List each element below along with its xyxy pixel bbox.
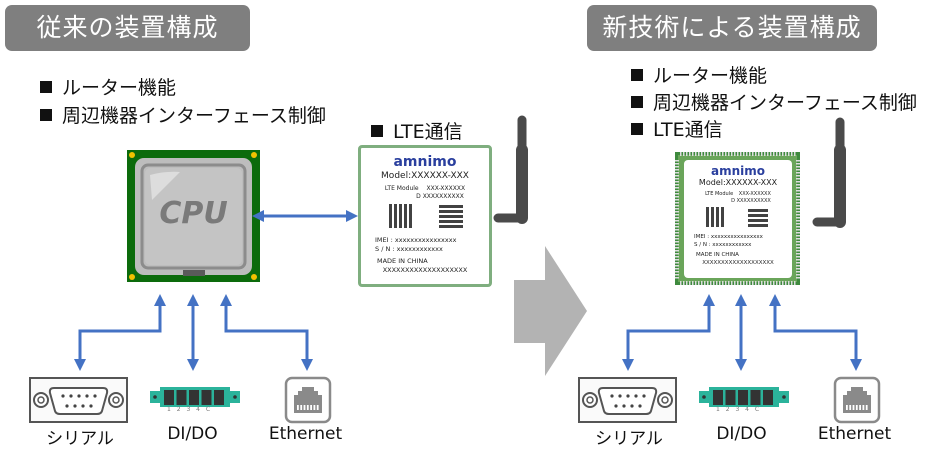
cert-r: XXX-XXXXXX [738,191,771,197]
new-bullet-lte: LTE通信 [631,118,723,142]
new-bullet-peripheral: 周辺機器インターフェース制御 [631,91,917,115]
serial-number-text: S / N : xxxxxxxxxxxx [375,245,443,253]
lte-module-label: LTE Module [384,185,419,192]
right-io-arrows [622,294,862,371]
qr-code-icon [706,207,726,227]
cpu-label: CPU [159,196,228,231]
dido-pin-labels: 1 2 3 4 C [167,406,211,413]
dido-terminal-icon [699,387,789,407]
lte-module-card: amnimo Model:XXXXXX-XXX LTE Module XXX-X… [358,145,492,287]
bullet-square-icon [371,125,383,137]
device-label-ethernet: Ethernet [268,424,343,444]
ethernet-port-icon [833,376,881,424]
made-in-text: MADE IN CHINA [696,252,739,258]
legacy-bullet-peripheral: 周辺機器インターフェース制御 [40,104,326,128]
serial-code-text: XXXXXXXXXXXXXXXXXXX [702,260,774,266]
device-label-serial: シリアル [595,429,663,449]
bullet-square-icon [631,123,643,135]
dido-pin-labels: 1 2 3 4 C [716,406,760,413]
made-in-text: MADE IN CHINA [377,257,428,265]
imei-text: IMEI : xxxxxxxxxxxxxxxx [375,236,457,244]
legacy-bullet-router: ルーター機能 [40,76,176,100]
bullet-square-icon [631,96,643,108]
bullet-square-icon [40,109,52,121]
cert-t: D XXXXXXXXXX [731,198,771,204]
serial-code-text: XXXXXXXXXXXXXXXXXXX [382,266,468,274]
cpu-chip-icon [127,150,260,282]
cert-r: XXX-XXXXXX [426,185,466,192]
new-config-title: 新技術による装置構成 [587,5,877,51]
brand-logo: amnimo [393,154,457,170]
brand-logo: amnimo [710,164,765,178]
bullet-square-icon [40,81,52,93]
qr-code-icon [439,204,463,228]
serial-connector-icon [578,377,677,423]
qr-code-icon [748,207,768,227]
integrated-module-card: amnimo Model:XXXXXX-XXX LTE Module XXX-X… [684,160,792,278]
model-text: Model:XXXXXX-XXX [381,171,469,181]
legacy-config-title: 従来の装置構成 [5,5,250,51]
transition-arrow-icon [514,246,587,376]
left-io-arrows [74,294,313,371]
bullet-square-icon [631,69,643,81]
imei-text: IMEI : xxxxxxxxxxxxxxxx [694,234,763,240]
serial-connector-icon [29,377,128,423]
device-label-dido: DI/DO [716,424,767,444]
qr-code-icon [389,204,413,228]
model-text: Model:XXXXXX-XXX [698,178,778,187]
new-bullet-router: ルーター機能 [631,64,767,88]
legacy-bullet-lte: LTE通信 [371,120,463,144]
serial-number-text: S / N : xxxxxxxxxxxx [694,242,752,248]
device-label-serial: シリアル [46,429,114,449]
lte-module-label: LTE Module [705,191,734,197]
device-label-ethernet: Ethernet [817,424,892,444]
cert-t: D XXXXXXXXXX [416,193,464,200]
dido-terminal-icon [150,387,240,407]
ethernet-port-icon [284,376,332,424]
device-label-dido: DI/DO [167,424,218,444]
